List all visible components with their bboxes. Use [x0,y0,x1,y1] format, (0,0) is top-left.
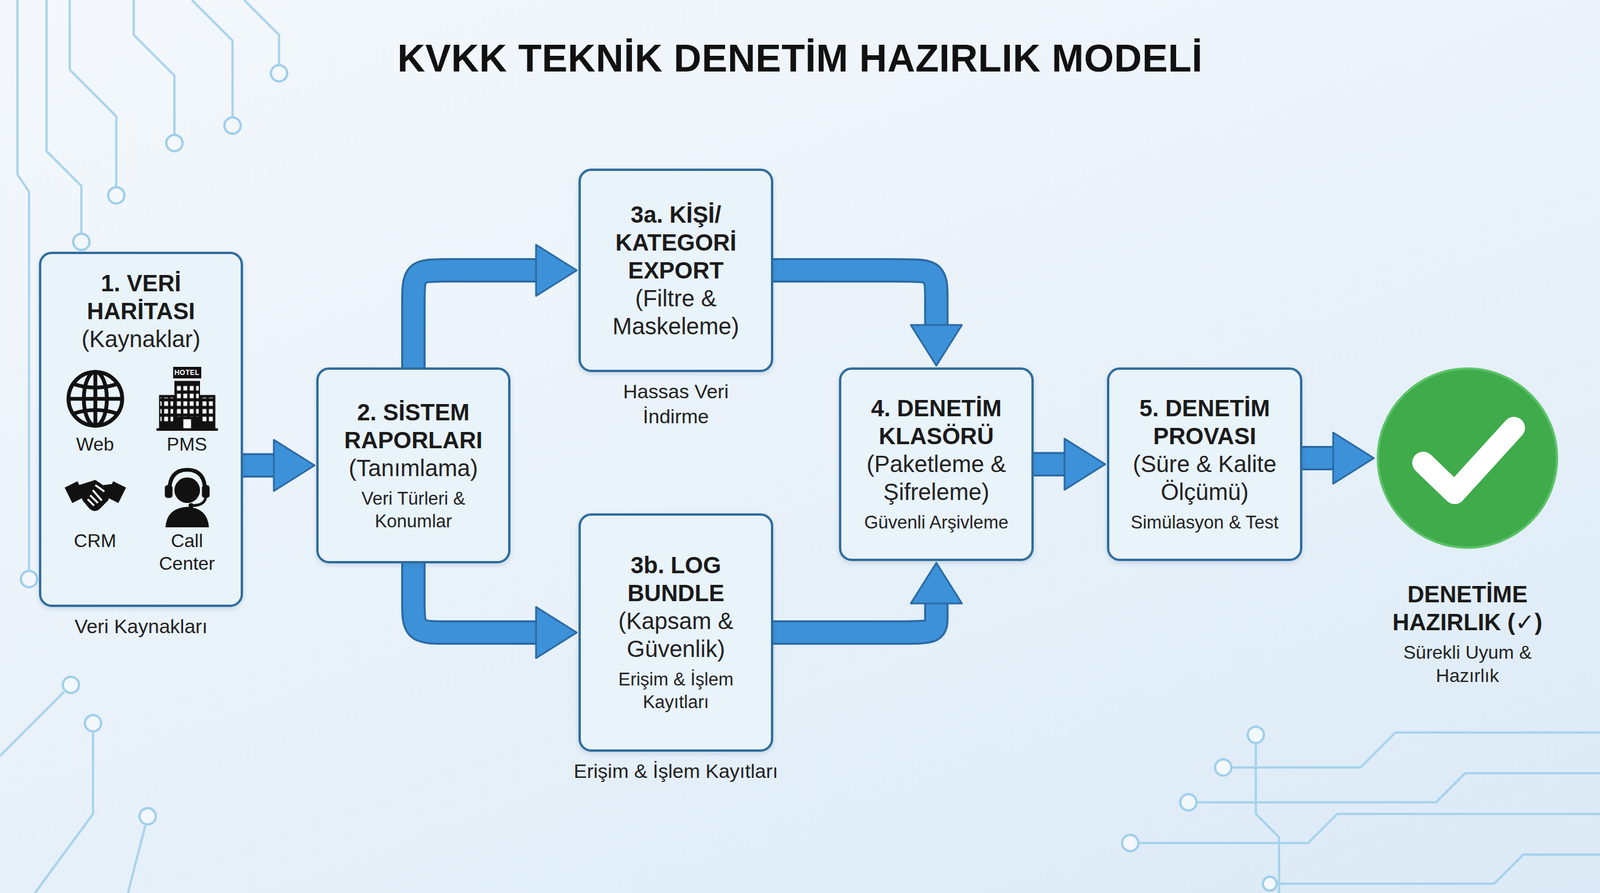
process-box: 4. DENETİM KLASÖRÜ(Paketleme & Şifreleme… [838,367,1034,562]
circuit-trace [1279,854,1600,884]
circuit-pad [108,187,125,204]
circuit-trace [1255,744,1280,893]
box-subtitle: (Paketleme & Şifreleme) [851,450,1021,506]
flow-arrow [773,603,937,633]
box-heading: 5. DENETİM PROVASI [1119,394,1290,450]
arrow-shaft [1033,454,1065,475]
check-circle [1375,366,1560,550]
circuit-trace [1232,732,1600,768]
circle-fill [1377,368,1557,548]
box-caption: Hassas Veri İndirme [606,379,746,429]
icon-label: Call Center [143,529,231,575]
box-heading: 3a. KİŞİ/ KATEGORİ EXPORT [591,200,761,285]
box-body: Veri Türleri & Konumlar [329,487,498,534]
arrow-outline [773,270,937,325]
box-subtitle: (Filtre & Maskeleme) [591,284,761,341]
box-subtitle: (Süre & Kalite Ölçümü) [1119,450,1290,506]
process-box: 3b. LOG BUNDLE(Kapsam & Güvenlik) Erişim … [578,513,774,752]
circuit-trace [17,0,30,570]
process-box: 3a. KİŞİ/ KATEGORİ EXPORT(Filtre & Maske… [578,168,774,373]
arrow-outline [243,453,274,478]
circuit-pad [1215,759,1232,776]
arrow-outline [1302,445,1334,471]
circuit-pad [139,808,156,825]
circuit-pad [73,233,90,250]
status-heading: DENETİME HAZIRLIK (✓) [1351,580,1584,637]
circuit-trace [34,732,94,893]
box-heading: 2. SİSTEM RAPORLARI [329,398,498,455]
circuit-pad [1180,794,1197,811]
box-body: Simülasyon & Test [1130,511,1279,535]
arrow-shaft [243,455,274,476]
circuit-trace [69,0,117,187]
check-mark [1423,427,1514,494]
box-heading: 3b. LOG BUNDLE [591,551,761,607]
icon-label: PMS [166,433,207,456]
box-heading: 4. DENETİM KLASÖRÜ [851,394,1021,450]
arrow-shaft [413,270,537,368]
box-caption: Veri Kaynakları [42,613,241,639]
arrow-outline [413,270,537,368]
box-body: Güvenli Arşivleme [863,511,1009,535]
arrow-outline [1033,452,1065,477]
circuit-pad [270,65,288,82]
status-circle: DENETİME HAZIRLIK (✓)Sürekli Uyum & Hazı… [1351,366,1584,688]
arrow-shaft [413,563,537,633]
handshake-icon [63,463,128,528]
circuit-trace [1197,773,1600,803]
circuit-trace [133,0,175,134]
box-heading: 1. VERİ HARİTASI [51,269,231,325]
status-body: Sürekli Uyum & Hazırlık [1383,640,1552,688]
arrow-shaft [773,270,937,325]
circuit-trace [244,0,280,64]
flow-arrow [773,270,937,325]
diagram-title: KVKK TEKNİK DENETİM HAZIRLIK MODELİ [0,36,1600,81]
process-box: 1. VERİ HARİTASI(Kaynaklar) Web HOTEL PMS… [38,251,244,607]
arrow-shaft [1302,448,1334,469]
circuit-pad [20,570,38,588]
process-box: 2. SİSTEM RAPORLARI(Tanımlama) Veri Türle… [316,367,511,564]
circuit-trace [127,825,146,893]
flow-arrow [413,563,537,633]
box-body: Erişim & İşlem Kayıtları [591,668,761,714]
icon-label: Web [76,433,114,456]
process-box: 5. DENETİM PROVASI(Süre & Kalite Ölçümü)… [1106,367,1303,562]
circuit-pad [1247,726,1264,744]
circuit-trace [191,0,233,117]
flow-arrow [413,270,537,368]
arrow-shaft [773,603,937,633]
flow-arrow [1302,458,1334,459]
circuit-pad [1122,834,1139,852]
flow-arrow [243,465,274,466]
box-subtitle: (Tanımlama) [348,454,478,482]
circuit-pad [166,134,183,152]
arrow-outline [773,603,937,633]
box-subtitle: (Kapsam & Güvenlik) [591,606,761,663]
circuit-pad [224,117,241,134]
circuit-trace [0,691,64,756]
circuit-pad [62,676,80,694]
circuit-trace [46,0,82,233]
box-subtitle: (Kaynaklar) [81,325,201,353]
circuit-pad [84,715,102,732]
circuit-trace [1139,813,1600,844]
sign-label: HOTEL [174,366,200,379]
headset-icon [155,463,220,528]
circuit-pad [1262,876,1277,891]
arrow-outline [413,563,537,633]
flow-arrow [1033,463,1065,465]
circuit-pads [20,65,1277,891]
globe-icon [63,366,128,431]
box-caption: Erişim & İşlem Kayıtları [571,758,781,784]
icon-label: CRM [73,529,117,552]
